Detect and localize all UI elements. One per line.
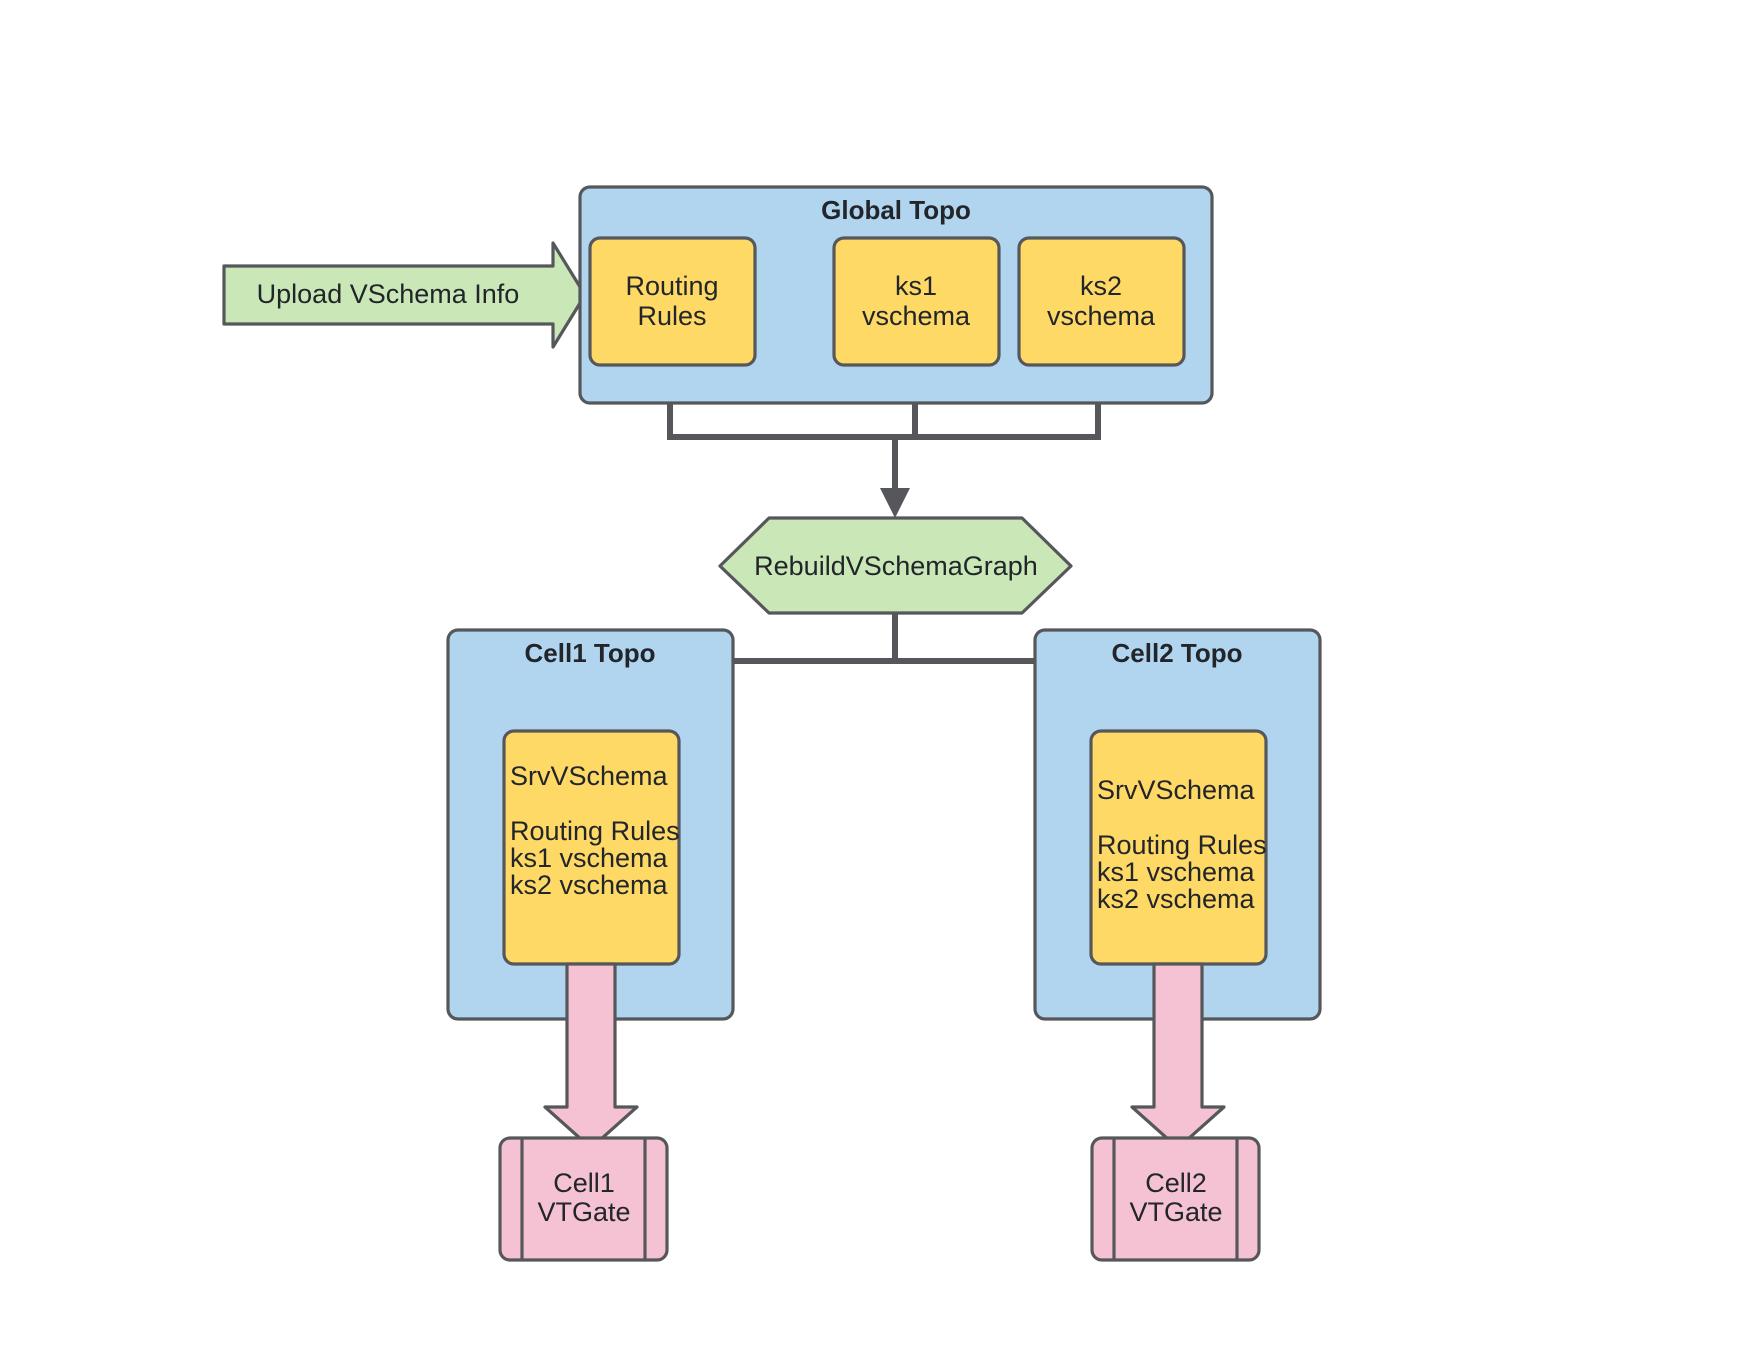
cell1-srvvschema-heading: SrvVSchema	[510, 761, 669, 791]
cell1-vtgate-box[interactable]: Cell1 VTGate	[498, 1136, 669, 1262]
cell1-srvvschema-to-vtgate-arrow	[543, 962, 639, 1150]
cell2-vtgate-line-2: VTGate	[1129, 1197, 1222, 1227]
cell1-vtgate-line-2: VTGate	[537, 1197, 630, 1227]
cell2-srvvschema-line-2: ks1 vschema	[1097, 857, 1256, 887]
ks1-vschema-line-2: vschema	[862, 301, 971, 331]
cell2-srvvschema-line-1: Routing Rules	[1097, 830, 1267, 860]
routing-rules-box[interactable]: Routing Rules	[588, 236, 757, 367]
cell1-srvvschema-line-1: Routing Rules	[510, 816, 680, 846]
cell2-srvvschema-line-3: ks2 vschema	[1097, 884, 1256, 914]
cell2-srvvschema-to-vtgate-arrow	[1130, 962, 1226, 1150]
cell2-srvvschema-heading: SrvVSchema	[1097, 775, 1256, 805]
routing-rules-line-2: Rules	[637, 301, 706, 331]
cell2-srvvschema-box[interactable]: SrvVSchema Routing Rules ks1 vschema ks2…	[1089, 729, 1268, 966]
upload-arrow-label: Upload VSchema Info	[257, 279, 520, 309]
cell1-topo-title: Cell1 Topo	[525, 638, 656, 668]
cell2-vtgate-box[interactable]: Cell2 VTGate	[1090, 1136, 1261, 1262]
upload-vschema-arrow[interactable]: Upload VSchema Info	[222, 241, 587, 349]
ks2-vschema-line-2: vschema	[1047, 301, 1156, 331]
cell2-topo-title: Cell2 Topo	[1112, 638, 1243, 668]
cell1-vtgate-line-1: Cell1	[553, 1168, 615, 1198]
arrowhead-to-rebuild	[880, 488, 910, 518]
ks2-vschema-box[interactable]: ks2 vschema	[1017, 236, 1186, 367]
cell2-vtgate-line-1: Cell2	[1145, 1168, 1207, 1198]
rebuild-vschema-graph-hexagon[interactable]: RebuildVSchemaGraph	[718, 516, 1073, 615]
ks1-vschema-line-1: ks1	[895, 271, 937, 301]
ks2-vschema-line-1: ks2	[1080, 271, 1122, 301]
cell1-srvvschema-line-3: ks2 vschema	[510, 870, 669, 900]
cell1-srvvschema-line-2: ks1 vschema	[510, 843, 669, 873]
cell1-srvvschema-box[interactable]: SrvVSchema Routing Rules ks1 vschema ks2…	[502, 729, 681, 966]
global-topo-title: Global Topo	[821, 195, 971, 225]
routing-rules-line-1: Routing	[625, 271, 718, 301]
ks1-vschema-box[interactable]: ks1 vschema	[832, 236, 1001, 367]
rebuild-hexagon-label: RebuildVSchemaGraph	[754, 551, 1038, 581]
